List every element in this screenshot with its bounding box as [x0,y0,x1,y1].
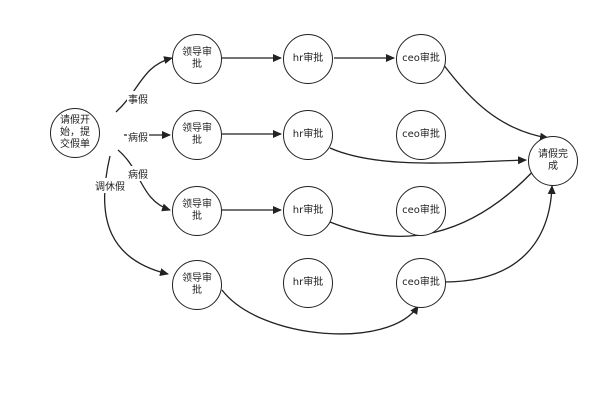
edge-label-compensatory: 调休假 [94,178,126,193]
edge-label-personal: 事假 [127,91,149,106]
ceo-node-1: ceo审批 [396,34,446,84]
edge-lead4-ceo4 [221,289,419,335]
edge-hr2-done [329,147,527,165]
hr-node-1: hr审批 [283,34,333,84]
edge-start-lead3 [117,149,171,212]
done-node: 请假完 成 [528,136,578,186]
ceo-node-4: ceo审批 [396,258,446,308]
hr-node-4: hr审批 [283,258,333,308]
edge-ceo1-done [442,63,549,141]
ceo-node-3: ceo审批 [396,186,446,236]
lead-node-1: 领导审 批 [172,34,222,84]
lead-node-3: 领导审 批 [172,186,222,236]
edge-hr3-done [329,165,539,237]
edge-ceo4-done [443,185,556,283]
hr-node-3: hr审批 [283,186,333,236]
edge-start-lead1 [115,56,173,113]
hr-node-2: hr审批 [283,110,333,160]
lead-node-2: 领导审 批 [172,110,222,160]
lead-node-4: 领导审 批 [172,260,222,310]
edge-start-lead4 [103,155,169,277]
start-node: 请假开 始，提 交假单 [50,108,100,158]
ceo-node-2: ceo审批 [396,110,446,160]
edge-label-sick-b: 病假 [127,166,149,181]
edge-label-sick-a: 病假 [127,129,149,144]
